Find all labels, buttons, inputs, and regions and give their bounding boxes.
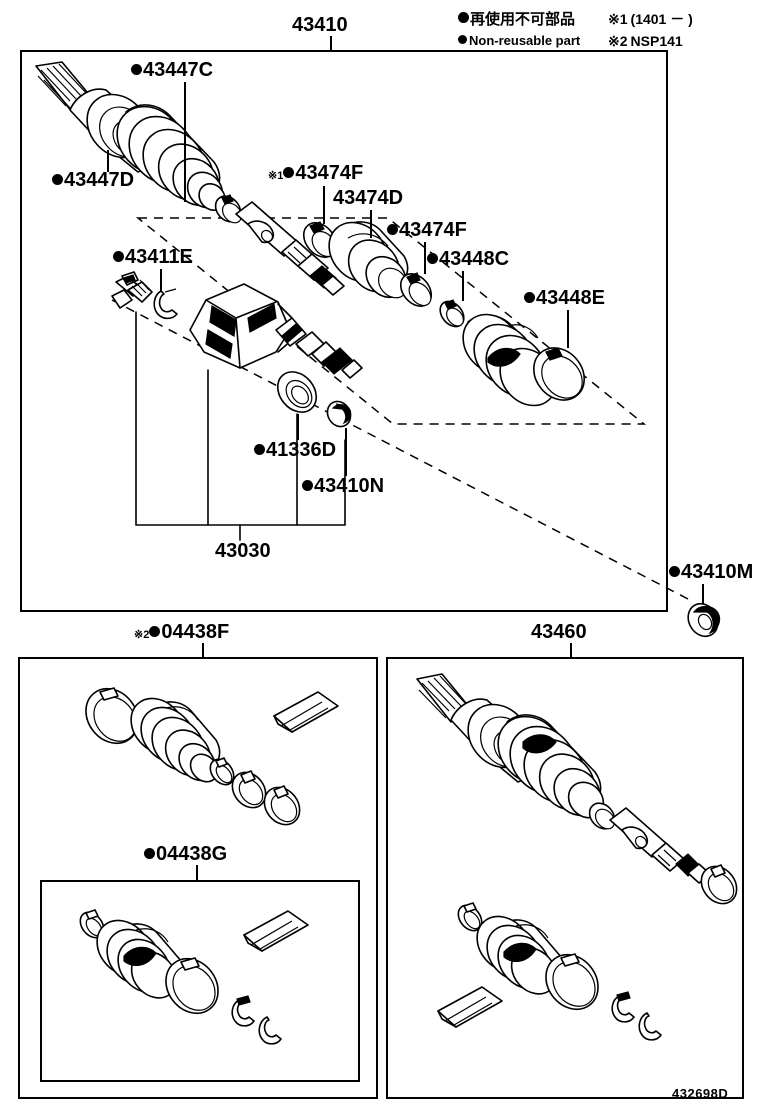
inner-boot-43474D — [328, 221, 409, 299]
outer-boot-clamp-43447C — [214, 194, 243, 224]
leader-43474D — [370, 210, 372, 238]
clamp-43474F-2 — [399, 272, 433, 307]
panel-bottom-left-04438F — [18, 657, 378, 1099]
leader-43448E — [567, 310, 569, 348]
leader-43448C — [462, 271, 464, 301]
panel-title-43460: 43460 — [531, 621, 587, 643]
inboard-boot-kit-43460 — [437, 902, 662, 1041]
inner-boot-bellows — [462, 313, 557, 407]
callout-43410M: 43410M — [669, 561, 753, 584]
nonreusable-dot-icon-41336D — [254, 444, 265, 455]
drive-shaft — [235, 201, 345, 296]
footnote-marker-1: ※1 — [268, 170, 284, 182]
nonreusable-dot-icon-04438F — [149, 626, 161, 637]
nonreusable-dot-icon — [458, 12, 469, 23]
callout-43411E: 43411E — [113, 246, 193, 269]
callout-43474F-2: 43474F — [387, 219, 467, 242]
callout-43448E: 43448E — [524, 287, 605, 310]
boot-kit-04438G — [79, 909, 309, 1045]
nonreusable-dot-icon-43447C — [131, 64, 142, 75]
panel-title-43410: 43410 — [292, 14, 348, 36]
spider-assembly-43411E — [111, 271, 153, 309]
snap-ring-43410N — [326, 400, 352, 428]
leader-43447C — [184, 82, 186, 202]
boot-clamp-43448E — [533, 347, 585, 401]
callout-43030: 43030 — [215, 540, 271, 562]
callout-43474D: 43474D — [333, 187, 404, 209]
callout-43447C: 43447C — [131, 59, 213, 82]
leader-43447D — [107, 150, 109, 172]
nonreusable-dot-icon-43448E — [524, 292, 535, 303]
callout-43447D: 43447D — [52, 169, 134, 192]
dashed-group-outline — [135, 217, 647, 425]
nonreusable-dot-icon-43448C — [427, 253, 438, 264]
panel-top-43410 — [20, 50, 668, 612]
nonreusable-dot-icon-2 — [458, 35, 467, 44]
nonreusable-dot-icon-04438G — [144, 848, 155, 859]
nonreusable-dot-icon-43447D — [52, 174, 63, 185]
leader-43411E — [160, 269, 162, 291]
callout-43410N: 43410N — [302, 475, 384, 498]
leader-41336D — [297, 414, 299, 440]
nonreusable-dot-icon-43474F-1 — [283, 167, 295, 178]
nonreusable-dot-icon-43411E — [113, 251, 124, 262]
leader-43410 — [330, 36, 332, 50]
drive-shaft-assembly-43460 — [416, 673, 738, 905]
leader-43410N — [345, 428, 347, 476]
footer-drawing-code: 432698D — [672, 1086, 729, 1101]
callout-43448C: 43448C — [427, 248, 509, 271]
panel-bottom-right-43460 — [386, 657, 744, 1099]
inboard-joint-housing — [189, 283, 363, 379]
leader-43410M — [702, 584, 704, 604]
nonreusable-dot-icon-43474F-2 — [387, 224, 398, 235]
panel-title-04438G: 04438G — [144, 843, 227, 866]
panel-inner-04438G — [40, 880, 360, 1082]
callout-41336D: 41336D — [254, 439, 336, 462]
leader-43474F-1 — [323, 186, 325, 224]
clamp-43448C — [439, 299, 465, 328]
leader-04438G — [196, 865, 198, 880]
snap-ring-43410M — [687, 602, 721, 638]
leader-04438F — [202, 643, 204, 657]
leader-43474F-2 — [424, 242, 426, 274]
nonreusable-dot-icon-43410M — [669, 566, 680, 577]
note-nonreusable-en: Non-reusable part — [458, 33, 580, 48]
oil-seal-41336D — [276, 371, 318, 413]
boot-kit-04438F — [85, 687, 339, 826]
snap-ring-c-clip — [153, 288, 178, 320]
nonreusable-dot-icon-43410N — [302, 480, 313, 491]
footnote-1: ※1(1401 － ) — [608, 11, 693, 27]
leader-43460 — [570, 643, 572, 657]
outer-cv-joint-assembly — [35, 61, 345, 296]
dashed-axis-line — [111, 299, 691, 601]
note-nonreusable-jp: 再使用不可部品 — [458, 8, 575, 29]
